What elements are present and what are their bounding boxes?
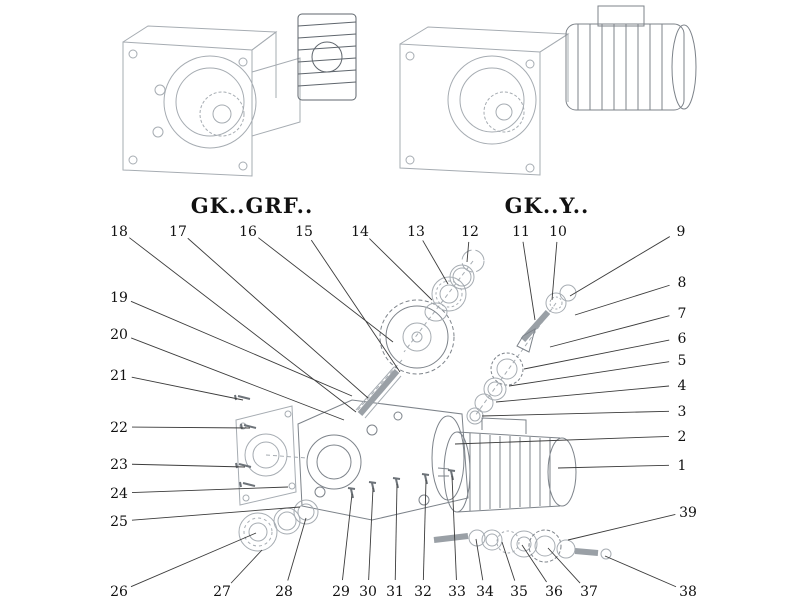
leader-line-39	[567, 514, 676, 541]
leader-line-8	[574, 284, 670, 316]
callout-31: 31	[386, 584, 404, 600]
callout-32: 32	[414, 584, 432, 600]
leader-line-7	[549, 315, 670, 348]
leader-line-36	[521, 544, 547, 583]
leader-line-18	[129, 237, 357, 413]
callout-23: 23	[110, 457, 128, 473]
callout-34: 34	[476, 584, 494, 600]
leader-line-30	[368, 487, 374, 581]
housing-drawing	[297, 399, 469, 521]
pinion-assembly-drawing	[466, 284, 577, 425]
leader-line-14	[369, 238, 433, 301]
callout-36: 36	[545, 584, 563, 600]
leader-line-5	[508, 361, 670, 387]
callout-5: 5	[678, 353, 687, 369]
callout-14: 14	[351, 224, 369, 240]
leader-line-3	[481, 410, 670, 417]
leader-line-1	[557, 464, 670, 469]
callout-30: 30	[359, 584, 377, 600]
leader-line-16	[258, 237, 394, 343]
leader-line-19	[130, 300, 353, 397]
output-shaft-drawing	[433, 529, 612, 563]
callout-26: 26	[110, 584, 128, 600]
callout-25: 25	[110, 514, 128, 530]
callout-7: 7	[678, 306, 687, 322]
leader-line-24	[131, 486, 289, 494]
callout-24: 24	[110, 486, 128, 502]
model-label-grf: GK..GRF..	[190, 193, 314, 218]
callout-8: 8	[678, 275, 687, 291]
leader-line-29	[342, 493, 353, 581]
callout-33: 33	[448, 584, 466, 600]
callout-35: 35	[510, 584, 528, 600]
leader-line-25	[131, 506, 301, 521]
callout-10: 10	[549, 224, 567, 240]
model-label-y: GK..Y..	[504, 193, 590, 218]
callout-28: 28	[275, 584, 293, 600]
callout-15: 15	[295, 224, 313, 240]
leader-line-11	[522, 241, 536, 321]
callout-13: 13	[407, 224, 425, 240]
leader-line-26	[130, 532, 257, 588]
leader-line-33	[451, 475, 457, 581]
flange-screws-drawing	[234, 394, 257, 488]
leader-line-20	[130, 337, 345, 421]
leader-line-34	[475, 538, 484, 581]
fastener-row-drawing	[347, 469, 456, 499]
motor-drawing	[437, 417, 577, 513]
leader-line-13	[422, 240, 449, 285]
callout-1: 1	[678, 458, 687, 474]
callout-19: 19	[110, 290, 128, 306]
callout-4: 4	[678, 378, 687, 394]
leader-line-15	[310, 239, 401, 373]
leader-line-28	[287, 517, 307, 581]
callout-37: 37	[580, 584, 598, 600]
callout-11: 11	[512, 224, 530, 240]
leader-line-9	[569, 236, 671, 297]
leader-line-2	[454, 435, 670, 445]
callout-17: 17	[169, 224, 187, 240]
callout-9: 9	[677, 224, 686, 240]
callout-38: 38	[679, 584, 697, 600]
callout-29: 29	[332, 584, 350, 600]
callout-39: 39	[679, 505, 697, 521]
callout-3: 3	[678, 404, 687, 420]
motor-top-drawing	[565, 5, 697, 111]
callout-22: 22	[110, 420, 128, 436]
leader-line-32	[422, 479, 427, 581]
gear-shaft-drawing	[355, 249, 485, 419]
callout-12: 12	[461, 224, 479, 240]
callout-21: 21	[110, 368, 128, 384]
leader-line-38	[604, 555, 677, 588]
callout-2: 2	[678, 429, 687, 445]
callout-6: 6	[678, 331, 687, 347]
leader-line-22	[131, 426, 251, 429]
gearbox-drawing-grf	[122, 13, 357, 177]
leader-line-12	[466, 241, 470, 263]
leader-line-17	[187, 237, 369, 399]
callout-16: 16	[239, 224, 257, 240]
leader-line-31	[394, 483, 398, 581]
leader-line-6	[523, 339, 670, 370]
leader-line-21	[131, 376, 244, 401]
callout-27: 27	[213, 584, 231, 600]
exploded-view-drawing	[234, 249, 612, 563]
lower-bearing-drawing	[238, 499, 319, 552]
callout-20: 20	[110, 327, 128, 343]
gearbox-drawing-y	[399, 5, 697, 176]
leader-line-35	[501, 541, 516, 581]
leader-line-23	[131, 463, 246, 468]
leader-line-10	[551, 241, 558, 301]
leader-line-27	[230, 549, 263, 584]
leader-line-37	[547, 547, 581, 584]
finned-cover	[297, 13, 357, 101]
callout-18: 18	[110, 224, 128, 240]
leader-line-4	[495, 385, 670, 403]
